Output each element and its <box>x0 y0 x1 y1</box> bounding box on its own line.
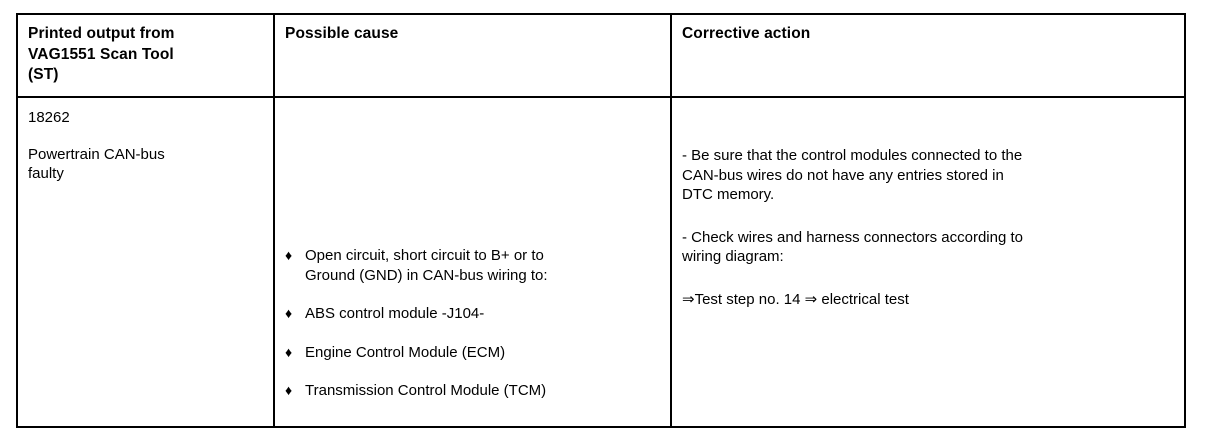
possible-cause-block: ♦ Open circuit, short circuit to B+ or t… <box>275 98 670 426</box>
corrective-action-block: - Be sure that the control modules conne… <box>672 98 1184 426</box>
table-header-row: Printed output from VAG1551 Scan Tool (S… <box>16 13 1186 98</box>
column-header-corrective-action: Corrective action <box>682 25 811 42</box>
list-item-label: Engine Control Module (ECM) <box>305 343 506 361</box>
corrective-action-paragraph-2: - Check wires and harness connectors acc… <box>682 228 1024 266</box>
fault-identification-block: 18262 Powertrain CAN-bus faulty <box>18 98 273 183</box>
corrective-action-paragraph-1: - Be sure that the control modules conne… <box>682 147 1023 203</box>
diamond-bullet-icon: ♦ <box>285 382 293 398</box>
table-cell-corrective-action: - Be sure that the control modules conne… <box>670 96 1186 428</box>
diagnostic-fault-table: Printed output from VAG1551 Scan Tool (S… <box>16 13 1186 428</box>
list-item-label: ABS control module -J104- <box>305 305 485 322</box>
list-item: ♦ ABS control module -J104- <box>285 304 666 324</box>
table-header-cell-scan-tool-output: Printed output from VAG1551 Scan Tool (S… <box>16 13 275 98</box>
header-cell-inner: Printed output from VAG1551 Scan Tool (S… <box>18 15 273 86</box>
table-header-cell-possible-cause: Possible cause <box>273 13 672 98</box>
table-cell-possible-cause: ♦ Open circuit, short circuit to B+ or t… <box>273 96 672 428</box>
table-row: 18262 Powertrain CAN-bus faulty ♦ Open c… <box>16 96 1186 428</box>
corrective-action-content: - Be sure that the control modules conne… <box>682 146 1176 309</box>
fault-description-text: Powertrain CAN-bus faulty <box>28 146 165 182</box>
list-item: ♦ Open circuit, short circuit to B+ or t… <box>285 246 666 285</box>
table-cell-scan-tool-output: 18262 Powertrain CAN-bus faulty <box>16 96 275 428</box>
list-item: ♦ Transmission Control Module (TCM) <box>285 381 666 401</box>
corrective-action-cross-reference: ⇒Test step no. 14 ⇒ electrical test <box>682 290 909 308</box>
diamond-bullet-icon: ♦ <box>285 343 293 360</box>
list-item: ♦ Engine Control Module (ECM) <box>285 343 666 363</box>
header-cell-inner: Corrective action <box>672 15 1184 45</box>
list-item-label: Open circuit, short circuit to B+ or to … <box>305 247 548 284</box>
column-header-possible-cause: Possible cause <box>285 25 399 42</box>
diamond-bullet-icon: ♦ <box>285 247 293 263</box>
header-cell-inner: Possible cause <box>275 15 670 45</box>
column-header-scan-tool-output: Printed output from VAG1551 Scan Tool (S… <box>28 25 175 83</box>
diamond-bullet-icon: ♦ <box>285 305 293 321</box>
list-item-label: Transmission Control Module (TCM) <box>305 382 547 399</box>
fault-code-value: 18262 <box>28 109 70 126</box>
possible-cause-list: ♦ Open circuit, short circuit to B+ or t… <box>285 246 666 401</box>
table-header-cell-corrective-action: Corrective action <box>670 13 1186 98</box>
